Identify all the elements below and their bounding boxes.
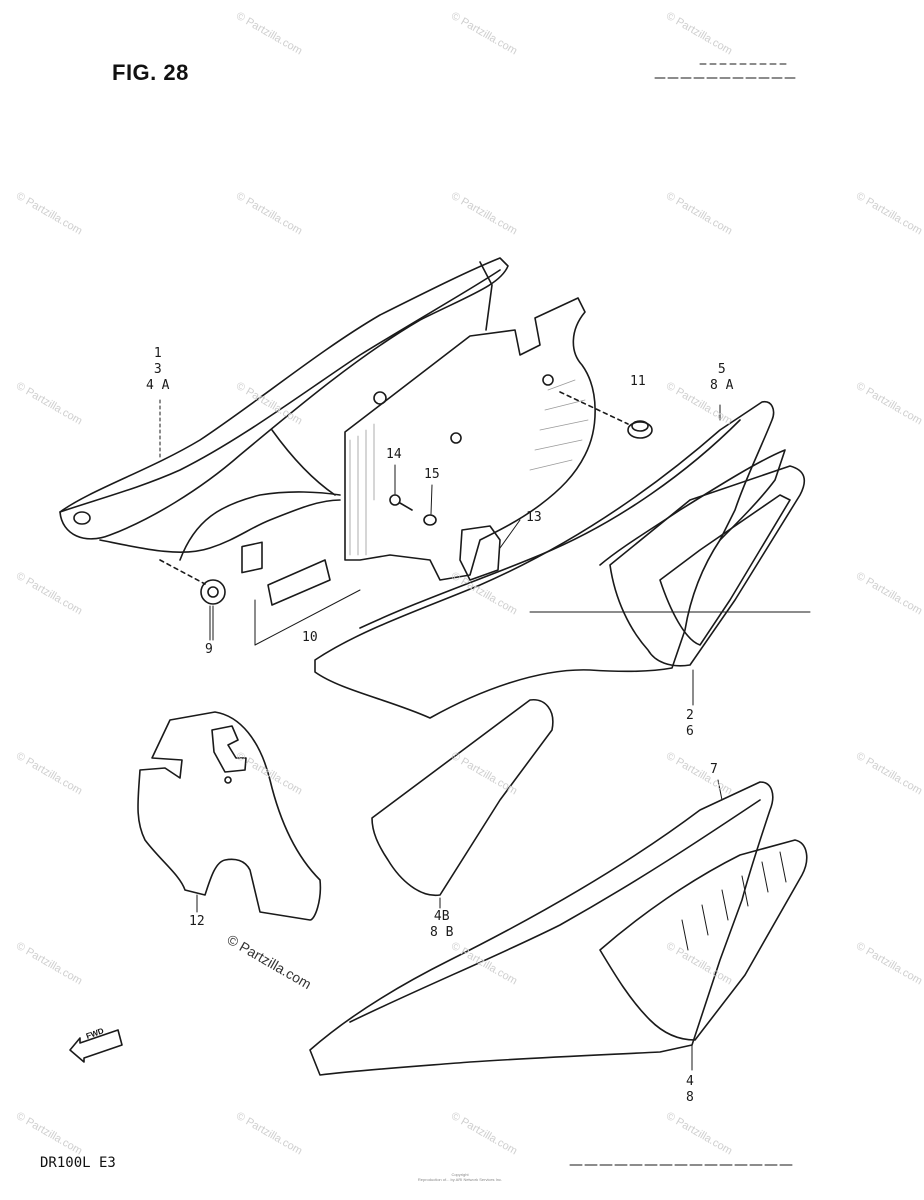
callout-line: 4B: [433, 909, 450, 924]
callout-line: 8 B: [430, 925, 454, 940]
callout-line: 5: [717, 362, 726, 377]
callout-line: 4: [686, 1074, 694, 1089]
part-10-label-plates: [241, 541, 361, 646]
callout-2-6: 2 6: [686, 708, 694, 740]
part-inner-panel: [344, 297, 596, 581]
part-14-screw: [389, 464, 413, 511]
callout-line: 14: [386, 447, 402, 462]
callout-line: 6: [686, 724, 694, 739]
part-frame-cover-lower: [309, 779, 808, 1076]
callout-1-3-4a: 1 3 4 A: [146, 346, 169, 394]
part-frame-cover-upper: [314, 400, 786, 719]
header-rule: [654, 63, 796, 79]
callout-9: 9: [205, 642, 213, 658]
callout-10: 10: [302, 630, 318, 646]
callout-7: 7: [710, 762, 718, 778]
fine-print-line: Reproduction of... by ARI Network Servic…: [417, 1177, 503, 1182]
callout-14: 14: [386, 447, 402, 463]
callout-line: 8 A: [710, 378, 734, 393]
callout-line: 10: [302, 630, 318, 645]
callout-15: 15: [424, 467, 440, 483]
callout-line: 3: [153, 362, 162, 377]
callout-line: 12: [189, 914, 205, 929]
fine-print-line: Copyright: [451, 1172, 469, 1177]
callout-line: 8: [686, 1090, 694, 1105]
part-9-grommet: [159, 559, 226, 641]
callout-line: 13: [526, 510, 542, 525]
callout-13: 13: [526, 510, 542, 526]
callout-line: 2: [686, 708, 694, 723]
callout-4-8: 4 8: [686, 1074, 694, 1106]
fwd-arrow-icon: [69, 1029, 123, 1063]
part-12-heat-shield: [137, 711, 322, 921]
callout-4b-8b: 4B 8 B: [430, 909, 453, 941]
part-15-washer: [423, 484, 437, 526]
part-tail-cover: [59, 257, 509, 561]
callout-5-8a: 5 8 A: [710, 362, 733, 394]
model-code: DR100L E3: [40, 1155, 116, 1171]
callout-line: 7: [710, 762, 718, 777]
part-emblem-upper: [529, 465, 811, 706]
callout-line: 1: [153, 346, 162, 361]
callout-line: 9: [205, 642, 213, 657]
part-emblem-lower: [371, 699, 554, 909]
callout-line: 15: [424, 467, 440, 482]
callout-line: 4 A: [146, 378, 170, 393]
figure-title: FIG. 28: [112, 60, 189, 85]
leader-lines: [159, 399, 211, 641]
callout-11: 11: [630, 374, 646, 390]
part-13-cushion: [459, 519, 521, 581]
fine-print: Copyright Reproduction of... by ARI Netw…: [400, 1172, 520, 1182]
callout-line: 11: [630, 374, 646, 389]
part-11-grommet: [559, 391, 653, 439]
callout-12: 12: [189, 914, 205, 930]
